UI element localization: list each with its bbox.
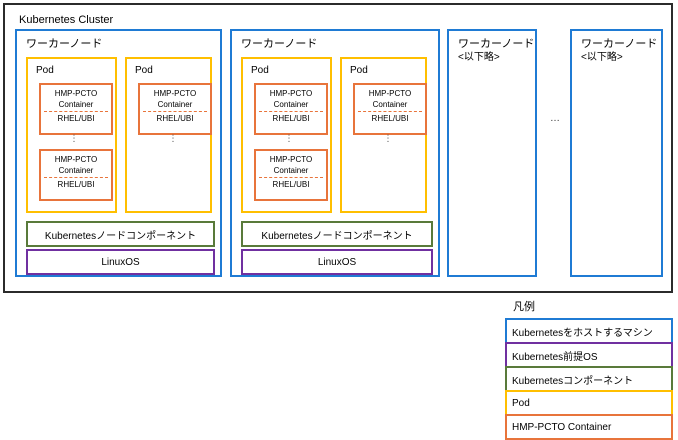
pod-2-1-label: Pod [251, 65, 269, 76]
worker-nodes-ellipsis: … [550, 113, 560, 124]
legend-item-k8s-component: Kubernetesコンポーネント [505, 366, 673, 392]
container-base-image-line: RHEL/UBI [272, 180, 310, 189]
cluster-title: Kubernetes Cluster [19, 14, 114, 26]
pod-2-1-ellipsis: ⋮ [284, 133, 294, 143]
container-1-1-2: HMP-PCTO Container RHEL/UBI [39, 149, 113, 201]
legend-item-host-machine: Kubernetesをホストするマシン [505, 318, 673, 344]
linux-os-1: LinuxOS [26, 249, 215, 275]
node-component-2: Kubernetesノードコンポーネント [241, 221, 433, 247]
worker-node-4-omitted-note: <以下略> [581, 52, 623, 63]
legend-item-label: HMP-PCTO Container [512, 421, 612, 433]
container-name-line: HMP-PCTO [54, 155, 98, 164]
container-type-line: Container [58, 166, 94, 175]
container-divider [44, 177, 108, 178]
container-divider [358, 111, 422, 112]
container-base-image-line: RHEL/UBI [57, 114, 95, 123]
legend-item-prerequisite-os: Kubernetes前提OS [505, 342, 673, 368]
container-base-image-line: RHEL/UBI [57, 180, 95, 189]
container-name-line: HMP-PCTO [269, 155, 313, 164]
pod-2-1: Pod HMP-PCTO Container RHEL/UBI ⋮ HMP-PC… [241, 57, 332, 213]
legend: Kubernetesをホストするマシン Kubernetes前提OS Kuber… [505, 318, 673, 440]
container-1-2-1: HMP-PCTO Container RHEL/UBI [138, 83, 212, 135]
container-type-line: Container [157, 100, 193, 109]
node-component-1: Kubernetesノードコンポーネント [26, 221, 215, 247]
container-name-line: HMP-PCTO [153, 89, 197, 98]
pod-1-1-label: Pod [36, 65, 54, 76]
legend-item-pod: Pod [505, 390, 673, 416]
container-divider [259, 111, 323, 112]
container-divider [44, 111, 108, 112]
pod-1-1-ellipsis: ⋮ [69, 133, 79, 143]
container-1-1-1: HMP-PCTO Container RHEL/UBI [39, 83, 113, 135]
worker-node-2: ワーカーノード Pod HMP-PCTO Container RHEL/UBI … [230, 29, 440, 277]
legend-title: 凡例 [513, 301, 535, 313]
pod-1-2: Pod HMP-PCTO Container RHEL/UBI ⋮ [125, 57, 212, 213]
worker-node-2-label: ワーカーノード [241, 38, 318, 50]
container-base-image-line: RHEL/UBI [156, 114, 194, 123]
worker-node-1-label: ワーカーノード [26, 38, 103, 50]
container-type-line: Container [372, 100, 408, 109]
worker-node-3: ワーカーノード <以下略> [447, 29, 537, 277]
container-name-line: HMP-PCTO [368, 89, 412, 98]
worker-node-3-label: ワーカーノード [458, 38, 535, 50]
container-divider [259, 177, 323, 178]
legend-item-label: Kubernetes前提OS [512, 351, 598, 363]
pod-1-1: Pod HMP-PCTO Container RHEL/UBI ⋮ HMP-PC… [26, 57, 117, 213]
container-base-image-line: RHEL/UBI [272, 114, 310, 123]
pod-1-2-ellipsis: ⋮ [168, 133, 178, 143]
container-type-line: Container [273, 100, 309, 109]
legend-item-label: Kubernetesをホストするマシン [512, 327, 653, 339]
worker-node-3-omitted-note: <以下略> [458, 52, 500, 63]
container-name-line: HMP-PCTO [54, 89, 98, 98]
container-name-line: HMP-PCTO [269, 89, 313, 98]
legend-item-label: Pod [512, 397, 530, 409]
linux-os-2: LinuxOS [241, 249, 433, 275]
pod-2-2-ellipsis: ⋮ [383, 133, 393, 143]
container-2-2-1: HMP-PCTO Container RHEL/UBI [353, 83, 427, 135]
pod-2-2-label: Pod [350, 65, 368, 76]
worker-node-4: ワーカーノード <以下略> [570, 29, 663, 277]
container-type-line: Container [58, 100, 94, 109]
legend-item-label: Kubernetesコンポーネント [512, 375, 634, 387]
container-2-1-1: HMP-PCTO Container RHEL/UBI [254, 83, 328, 135]
container-divider [143, 111, 207, 112]
container-base-image-line: RHEL/UBI [371, 114, 409, 123]
worker-node-1: ワーカーノード Pod HMP-PCTO Container RHEL/UBI … [15, 29, 222, 277]
worker-node-4-label: ワーカーノード [581, 38, 658, 50]
legend-item-container: HMP-PCTO Container [505, 414, 673, 440]
pod-2-2: Pod HMP-PCTO Container RHEL/UBI ⋮ [340, 57, 427, 213]
container-2-1-2: HMP-PCTO Container RHEL/UBI [254, 149, 328, 201]
container-type-line: Container [273, 166, 309, 175]
pod-1-2-label: Pod [135, 65, 153, 76]
